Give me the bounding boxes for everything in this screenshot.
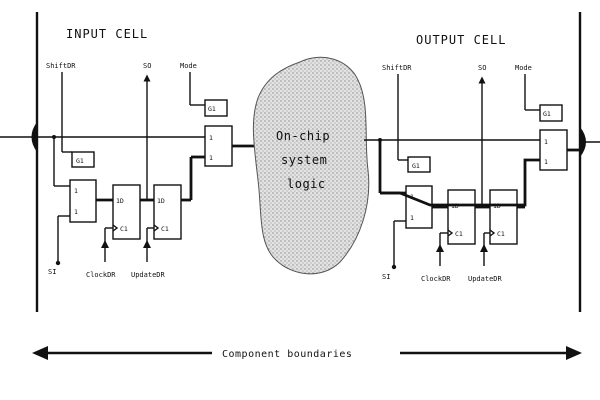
svg-text:1D: 1D — [116, 197, 124, 205]
input-updatedr-label: UpdateDR — [131, 271, 166, 279]
svg-text:G1: G1 — [412, 162, 420, 170]
svg-text:C1: C1 — [455, 230, 463, 238]
output-output-mux — [539, 129, 568, 171]
output-output-mux-g1 — [539, 104, 563, 122]
component-boundaries-label: Component boundaries — [222, 349, 352, 360]
input-scan-mux-g1 — [71, 151, 95, 168]
output-shiftdr-label: ShiftDR — [382, 64, 412, 72]
output-si-dot — [391, 264, 397, 270]
svg-text:1: 1 — [74, 187, 78, 195]
svg-text:1: 1 — [209, 154, 213, 162]
input-clockdr-label: ClockDR — [86, 271, 116, 279]
svg-text:C1: C1 — [497, 230, 505, 238]
svg-text:1: 1 — [410, 214, 414, 222]
output-updatedr-label: UpdateDR — [468, 275, 503, 283]
output-cell-title: OUTPUT CELL — [416, 33, 506, 47]
input-output-mux-g1 — [204, 99, 228, 117]
input-capture-ff — [112, 184, 141, 240]
svg-text:G1: G1 — [543, 110, 551, 118]
input-cell: ShiftDR SO Mode SI ClockDR UpdateDR G1 1… — [37, 62, 258, 279]
boundary-left-arrow-icon — [32, 346, 48, 360]
svg-text:1: 1 — [544, 138, 548, 146]
input-update-ff — [153, 184, 182, 240]
output-capture-ff — [447, 189, 476, 245]
output-clockdr-label: ClockDR — [421, 275, 451, 283]
svg-text:G1: G1 — [208, 105, 216, 113]
svg-text:G1: G1 — [76, 157, 84, 165]
svg-text:1: 1 — [544, 158, 548, 166]
svg-text:1D: 1D — [157, 197, 165, 205]
svg-text:C1: C1 — [161, 225, 169, 233]
input-so-label: SO — [143, 62, 151, 70]
output-so-label: SO — [478, 64, 486, 72]
svg-text:1: 1 — [209, 134, 213, 142]
core-logic-blob: On-chip system logic — [252, 56, 370, 275]
component-boundaries: Component boundaries — [32, 346, 582, 360]
input-si-dot — [55, 260, 61, 266]
boundary-right-arrow-icon — [566, 346, 582, 360]
core-label-line3: logic — [287, 177, 326, 191]
input-shiftdr-label: ShiftDR — [46, 62, 76, 70]
svg-text:C1: C1 — [120, 225, 128, 233]
output-scan-mux-g1 — [407, 156, 431, 173]
input-scan-mux — [69, 179, 97, 223]
input-cell-title: INPUT CELL — [66, 27, 148, 41]
output-update-ff — [489, 189, 518, 245]
svg-text:1: 1 — [74, 208, 78, 216]
output-cell: ShiftDR SO Mode SI ClockDR UpdateDR G1 1… — [364, 64, 580, 283]
output-si-label: SI — [382, 273, 390, 281]
output-mode-label: Mode — [515, 64, 532, 72]
core-label-line2: system — [281, 153, 327, 167]
input-mode-label: Mode — [180, 62, 197, 70]
core-label-line1: On-chip — [276, 129, 330, 143]
input-si-label: SI — [48, 268, 56, 276]
